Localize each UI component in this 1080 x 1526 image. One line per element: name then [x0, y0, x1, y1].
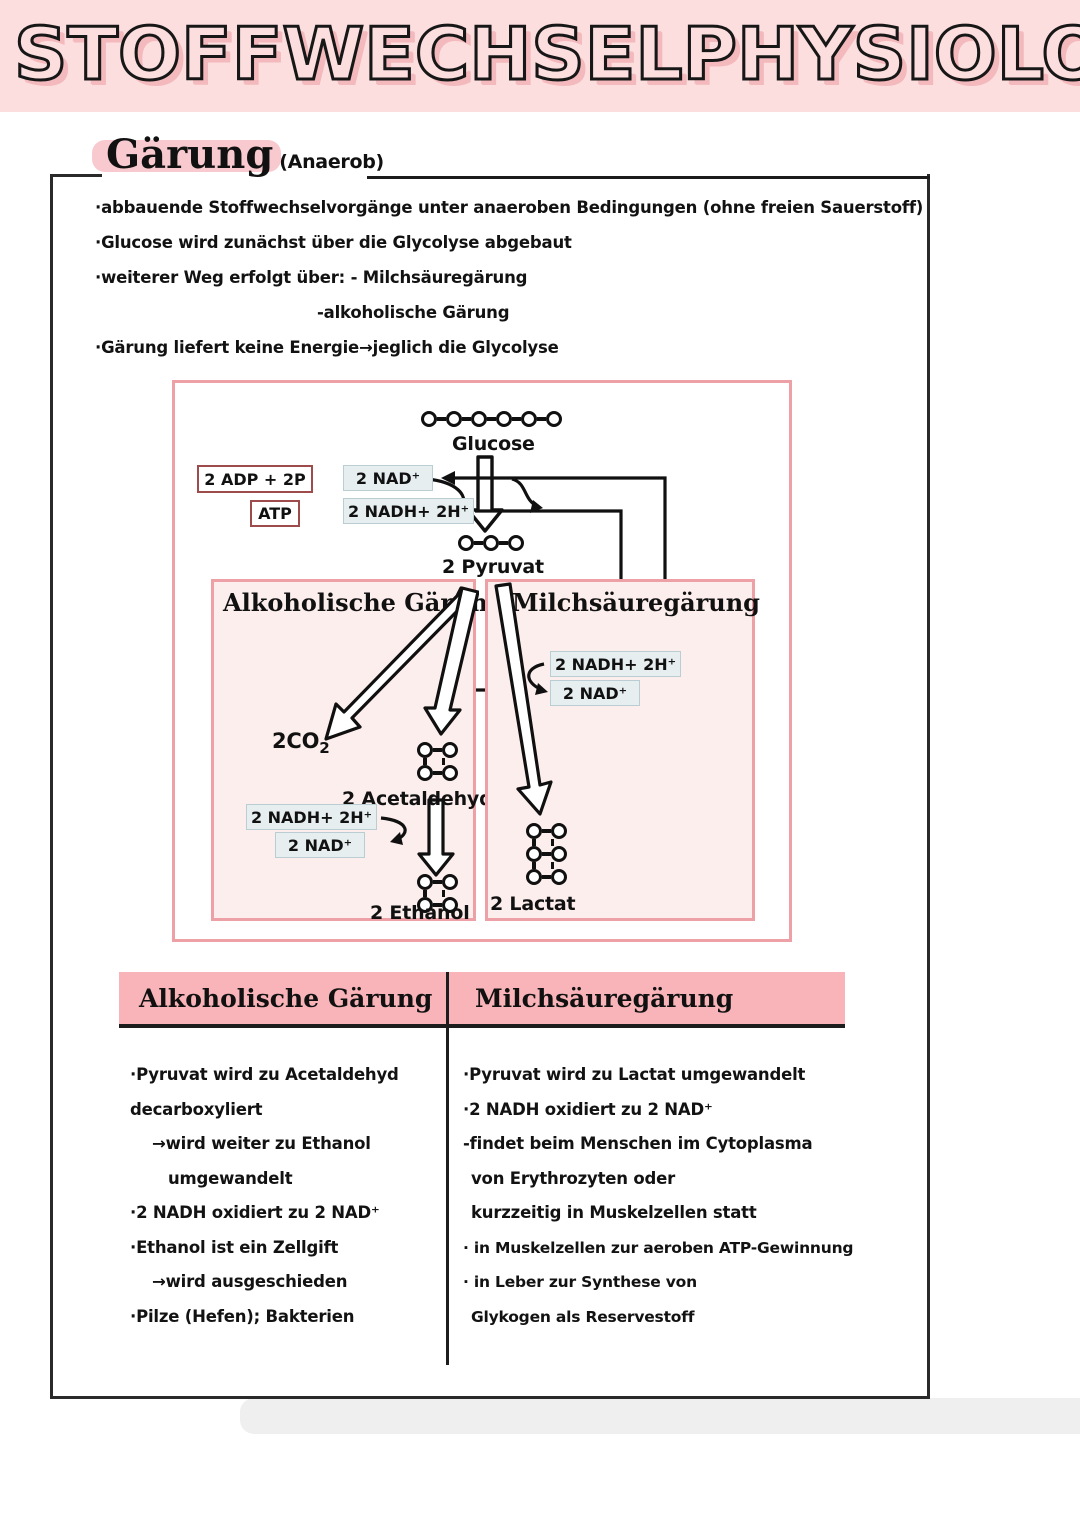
list-item: ·Pyruvat wird zu Lactat umgewandelt [463, 1065, 806, 1084]
atom-circle [446, 411, 462, 427]
pyruvate-label: 2 Pyruvat [442, 556, 544, 578]
list-item: -alkoholische Gärung [95, 295, 915, 330]
list-item: -findet beim Menschen im Cytoplasma [463, 1134, 813, 1153]
list-item: ·abbauende Stoffwechselvorgänge unter an… [95, 198, 924, 217]
list-item: →wird weiter zu Ethanol [152, 1134, 371, 1153]
ethanol-arrow-icon [417, 798, 455, 877]
section-heading: Gärung (Anaerob) [91, 132, 384, 178]
atp-tag: ATP [250, 500, 300, 527]
table-column-header-lactic: Milchsäuregärung [475, 984, 734, 1013]
list-item: kurzzeitig in Muskelzellen statt [471, 1203, 757, 1222]
nadh-tag: 2 NADH+ 2H⁺ [343, 498, 474, 524]
acetaldehyde-molecule [417, 742, 458, 781]
lactate-arrow-icon [494, 582, 553, 816]
list-item: ·Pyruvat wird zu Acetaldehyd [130, 1065, 399, 1084]
atom-circle [508, 535, 524, 551]
acetaldehyde-label: 2 Acetaldehyd [342, 788, 493, 810]
atom-circle [546, 411, 562, 427]
atom-circle [421, 411, 437, 427]
co2-branch-arrow-icon [324, 586, 472, 741]
list-item: ·Pilze (Hefen); Bakterien [130, 1306, 355, 1326]
table-column-alcoholic: ·Pyruvat wird zu Acetaldehyd decarboxyli… [130, 1058, 399, 1334]
pyruvate-molecule [458, 535, 524, 551]
list-item: ·Glucose wird zunächst über die Glycolys… [95, 233, 572, 252]
atom-circle [471, 411, 487, 427]
title-banner: STOFFWECHSELPHYSIOLOGIE [0, 0, 1080, 112]
page-shadow [240, 1398, 1080, 1434]
list-item: · in Muskelzellen zur aeroben ATP-Gewinn… [463, 1238, 854, 1257]
content-frame [50, 174, 930, 1399]
section-heading-text: Gärung [91, 132, 282, 178]
lactic-nadh-tag: 2 NADH+ 2H⁺ [550, 651, 681, 677]
alcoholic-fermentation-panel: Alkoholische Gärung 2CO2 [211, 579, 505, 924]
ethanol-molecule [417, 874, 458, 913]
list-item: ·2 NADH oxidiert zu 2 NAD⁺ [463, 1099, 713, 1119]
list-item: →wird ausgeschieden [152, 1272, 348, 1291]
section-subheading-text: (Anaerob) [279, 151, 384, 173]
table-column-header-alcoholic: Alkoholische Gärung [139, 984, 433, 1013]
lactic-arrows [494, 582, 553, 816]
table-header-underline [119, 1024, 845, 1028]
lactic-panel-title: Milchsäuregärung [512, 588, 760, 617]
co2-label: 2CO2 [272, 729, 330, 758]
lactate-label: 2 Lactat [490, 893, 576, 915]
glucose-label: Glucose [452, 433, 535, 455]
atom-circle [458, 535, 474, 551]
nad-plus-tag: 2 NAD⁺ [343, 465, 433, 491]
list-item: decarboxyliert [130, 1099, 263, 1119]
intro-bullet-list: ·abbauende Stoffwechselvorgänge unter an… [95, 190, 924, 365]
alcoholic-nadh-tag: 2 NADH+ 2H⁺ [246, 804, 377, 830]
list-item: Glykogen als Reservestoff [471, 1307, 695, 1326]
page-title: STOFFWECHSELPHYSIOLOGIE [12, 11, 1080, 98]
alcoholic-arrows [324, 586, 479, 877]
heading-rule [367, 176, 930, 179]
lactic-nad-plus-tag: 2 NAD⁺ [550, 680, 640, 706]
comparison-table-header: Alkoholische Gärung Milchsäuregärung [119, 972, 845, 1025]
alcoholic-nad-plus-tag: 2 NAD⁺ [275, 832, 365, 858]
atom-circle [496, 411, 512, 427]
table-column-lactic: ·Pyruvat wird zu Lactat umgewandelt ·2 N… [463, 1058, 854, 1334]
list-item: · in Leber zur Synthese von [463, 1273, 697, 1291]
list-item: umgewandelt [168, 1168, 293, 1188]
lactate-molecule [526, 823, 567, 885]
lactic-fermentation-panel: Milchsäuregärung 2 NADH+ 2H⁺ 2 NAD⁺ [485, 579, 760, 921]
glucose-molecule [421, 411, 562, 427]
frame-top-stub [50, 174, 102, 177]
list-item-label: -alkoholische Gärung [317, 303, 510, 322]
ethanol-label: 2 Ethanol [370, 902, 470, 924]
list-item: ·Ethanol ist ein Zellgift [130, 1237, 339, 1257]
atom-circle [521, 411, 537, 427]
list-item: ·weiterer Weg erfolgt über: - Milchsäure… [95, 268, 528, 287]
table-column-divider [446, 972, 449, 1365]
acetaldehyde-branch-arrow-icon [423, 586, 479, 736]
list-item: ·2 NADH oxidiert zu 2 NAD⁺ [130, 1203, 380, 1222]
fermentation-diagram: Glucose 2 Pyruvat [172, 380, 792, 942]
atom-circle [483, 535, 499, 551]
list-item: von Erythrozyten oder [471, 1168, 676, 1188]
list-item: ·Gärung liefert keine Energie→jeglich di… [95, 338, 559, 357]
adp-tag: 2 ADP + 2P [197, 465, 313, 493]
